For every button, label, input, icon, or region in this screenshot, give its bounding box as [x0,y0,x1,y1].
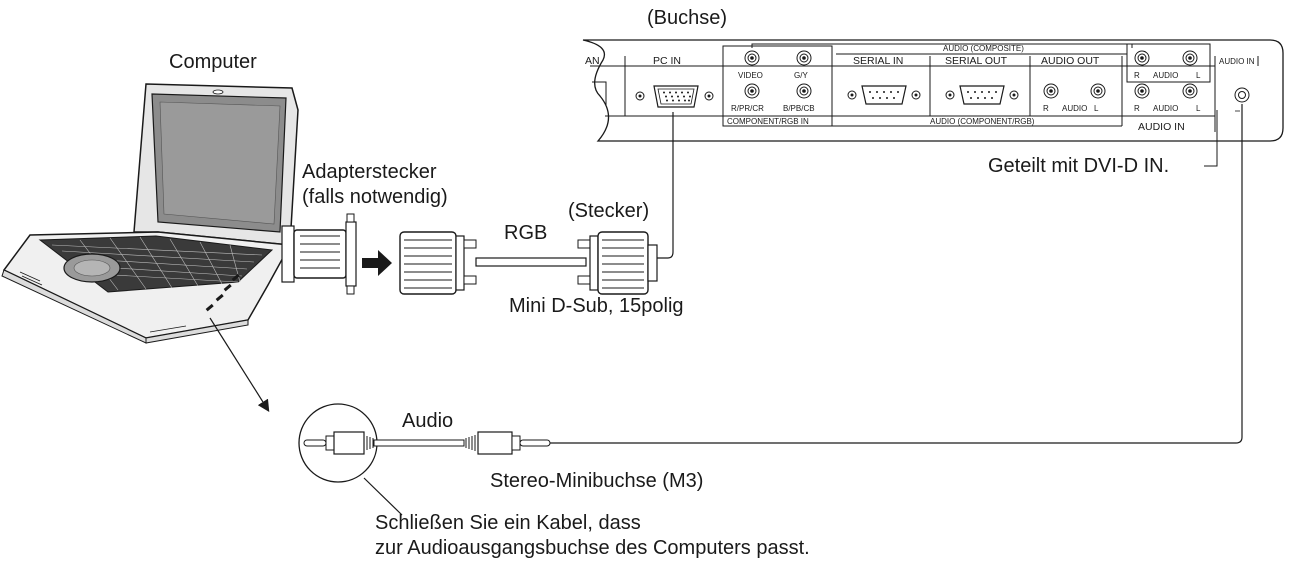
adapter-plug-icon [281,213,357,295]
dvi-leader-line [1204,110,1218,167]
panel-serial-out-label: SERIAL OUT [945,55,1008,67]
audio-cable-icon [298,403,551,483]
laptop-icon [1,83,299,344]
panel-bpbcb-label: B/PB/CB [783,104,815,113]
audio-lead-line [550,104,1243,444]
audio-composite-rca-jacks [1134,50,1198,66]
plug-in-arrow-icon [362,250,392,276]
panel-serial-in-label: SERIAL IN [853,55,903,67]
arrow-icon [209,317,270,413]
panel-component-rgb-in-label: COMPONENT/RGB IN [727,117,809,126]
panel-audio-in-small-label: AUDIO IN [1219,57,1255,66]
note-leader-line [363,477,403,516]
component-rca-jacks [744,50,812,99]
panel-audio-composite-label: AUDIO (COMPOSITE) [943,44,1024,53]
stecker-label: (Stecker) [568,200,650,222]
panel-rprcr-label: R/PR/CR [731,104,764,113]
panel-audio-in-r: R [1134,104,1140,113]
panel-audio-in-l: L [1196,104,1201,113]
panel-audio-comp-audio: AUDIO [1153,71,1178,80]
panel-audio-comp-l: L [1196,71,1201,80]
panel-labels: AN PC IN VIDEO G/Y R/PR/CR B/PB/CB COMPO… [585,44,1255,133]
panel-audio-component-rgb-label: AUDIO (COMPONENT/RGB) [930,117,1035,126]
pc-in-dsub-connector-icon [635,85,714,108]
panel-gy-label: G/Y [794,71,808,80]
audio-label: Audio [402,410,454,432]
panel-video-label: VIDEO [738,71,763,80]
panel-audio-in-audio: AUDIO [1153,104,1178,113]
rgb-label: RGB [504,222,548,244]
panel-audio-out-audio: AUDIO [1062,104,1087,113]
panel-audio-in-label: AUDIO IN [1138,121,1185,133]
audio-in-rca-jacks [1134,83,1198,99]
computer-label: Computer [169,51,257,73]
panel-pc-in-label: PC IN [653,55,681,67]
adapter-label-line1: Adapterstecker [302,161,437,183]
terminal-panel [582,39,1284,142]
buchse-label: (Buchse) [647,7,728,29]
audio-in-mini-jack-icon [1234,87,1250,103]
rgb-cable-icon [399,231,658,295]
geteilt-label: Geteilt mit DVI-D IN. [988,155,1170,177]
serial-out-connector-icon [945,85,1019,105]
note-line1: Schließen Sie ein Kabel, dass [375,512,641,534]
note-line2: zur Audioausgangsbuchse des Computers pa… [375,537,810,559]
serial-in-connector-icon [847,85,921,105]
rgb-lead-line [657,112,674,259]
mini-dsub-label: Mini D-Sub, 15polig [509,295,684,317]
stereo-mini-label: Stereo-Minibuchse (M3) [490,470,704,492]
audio-out-rca-jacks [1043,83,1106,99]
panel-an-label: AN [585,55,600,67]
panel-audio-out-l: L [1094,104,1099,113]
panel-audio-comp-r: R [1134,71,1140,80]
adapter-label-line2: (falls notwendig) [302,186,448,208]
panel-audio-out-label: AUDIO OUT [1041,55,1100,67]
panel-audio-out-r: R [1043,104,1049,113]
